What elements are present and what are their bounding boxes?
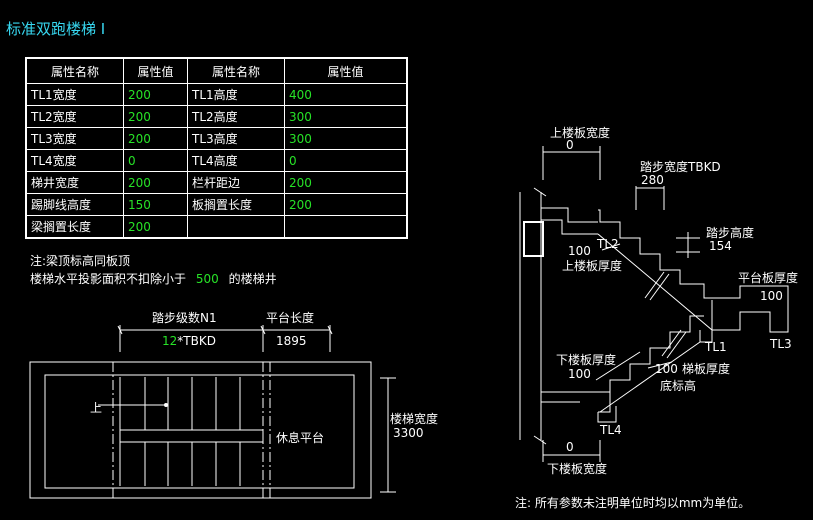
- prop-value: [284, 215, 408, 239]
- prop-name: 梁搁置长度: [25, 215, 124, 239]
- stair-width-value[interactable]: 3300: [393, 426, 424, 440]
- prop-name: TL2高度: [187, 105, 285, 128]
- table-row: 梁搁置长度 200: [25, 215, 408, 239]
- note-stairwell-prefix: 楼梯水平投影面积不扣除小于: [30, 272, 187, 286]
- slash-mark: [649, 273, 670, 301]
- stair-slab-thickness-value[interactable]: 100: [655, 362, 678, 376]
- tl2-label: TL2: [597, 237, 619, 251]
- platform-thickness-value[interactable]: 100: [760, 289, 783, 303]
- steps-value[interactable]: 12: [162, 334, 178, 348]
- lower-slab-width-label: 下楼板宽度: [547, 462, 608, 476]
- plan-dim-arrow: [327, 325, 333, 335]
- lower-slab-top: [541, 391, 611, 413]
- stair-width-label: 楼梯宽度: [390, 412, 439, 426]
- stairwell-threshold-value[interactable]: 500: [195, 272, 219, 286]
- prop-name: 梯井宽度: [25, 171, 124, 194]
- prop-name: [187, 215, 285, 239]
- section-view: [519, 146, 789, 462]
- leader-line: [647, 361, 673, 369]
- table-row: 梯井宽度 200 栏杆距边 200: [25, 171, 408, 194]
- platform-thickness-label: 平台板厚度: [738, 271, 799, 285]
- header-value-1: 属性值: [123, 57, 188, 84]
- tl4-beam: [597, 406, 617, 423]
- prop-value[interactable]: 200: [123, 127, 188, 150]
- table-row: TL4宽度 0 TL4高度 0: [25, 149, 408, 172]
- slash-mark: [666, 331, 687, 359]
- table-row: TL1宽度 200 TL1高度 400: [25, 83, 408, 106]
- prop-name: 板搁置长度: [187, 193, 285, 216]
- footer-note: 注: 所有参数未注明单位时均以mm为单位。: [515, 496, 751, 510]
- prop-value[interactable]: 200: [284, 193, 408, 216]
- tread-width-value[interactable]: 280: [641, 173, 664, 187]
- rest-platform-label: 休息平台: [276, 431, 325, 445]
- slash-mark: [644, 271, 665, 299]
- steps-label: 踏步级数N1: [152, 311, 217, 325]
- platform-length-label: 平台长度: [266, 311, 315, 325]
- lower-slab-width-value[interactable]: 0: [566, 440, 574, 454]
- prop-name: 栏杆距边: [187, 171, 285, 194]
- stairwell: [119, 429, 264, 443]
- plan-view: [29, 325, 396, 499]
- tl4-label: TL4: [600, 423, 622, 437]
- tl2-beam-box: [523, 221, 544, 257]
- break-mark: [533, 435, 547, 445]
- tread-height-value[interactable]: 154: [709, 239, 732, 253]
- lower-flight-steps: [570, 315, 704, 393]
- prop-name: 踢脚线高度: [25, 193, 124, 216]
- tread-width-label: 踏步宽度TBKD: [640, 160, 721, 174]
- upper-slab-width-label: 上楼板宽度: [550, 126, 611, 140]
- prop-name: TL1宽度: [25, 83, 124, 106]
- upper-slab-width-value[interactable]: 0: [566, 138, 574, 152]
- note-stairwell-suffix: 的楼梯井: [228, 272, 277, 286]
- lower-flight-soffit: [599, 341, 701, 413]
- leader-line: [595, 351, 641, 381]
- upper-flight-steps: [598, 209, 789, 333]
- tread-height-label: 踏步高度: [706, 226, 755, 240]
- page-title: 标准双跑楼梯 I: [6, 20, 106, 38]
- tl1-label: TL1: [705, 340, 727, 354]
- leader-line: [601, 243, 621, 251]
- note-stairwell: 楼梯水平投影面积不扣除小于 500 的楼梯井: [30, 270, 277, 287]
- stair-slab-thickness-label: 梯板厚度: [682, 362, 731, 376]
- break-mark: [533, 187, 547, 197]
- header-name-2: 属性名称: [187, 57, 285, 84]
- table-row: TL2宽度 200 TL2高度 300: [25, 105, 408, 128]
- platform-length-value[interactable]: 1895: [276, 334, 307, 348]
- prop-value[interactable]: 150: [123, 193, 188, 216]
- prop-name: TL1高度: [187, 83, 285, 106]
- note-beam-top: 注:梁顶标高同板顶: [30, 254, 131, 268]
- upper-slab-thickness-label: 上楼板厚度: [562, 259, 623, 273]
- plan-dim-arrow: [117, 325, 123, 335]
- up-label: 上: [90, 401, 103, 415]
- plan-inner-outline: [44, 374, 355, 489]
- lower-slab-thickness-label: 下楼板厚度: [556, 353, 617, 367]
- prop-value[interactable]: 400: [284, 83, 408, 106]
- header-name-1: 属性名称: [25, 57, 124, 84]
- upper-slab-bottom: [541, 219, 598, 235]
- property-table: 属性名称 属性值 属性名称 属性值 TL1宽度 200 TL1高度 400 TL…: [25, 57, 408, 239]
- steps-value-group: 12*TBKD: [162, 334, 216, 348]
- steps-suffix: *TBKD: [177, 334, 216, 348]
- plan-outline: [29, 361, 372, 499]
- tl3-label: TL3: [770, 337, 792, 351]
- table-row: 踢脚线高度 150 板搁置长度 200: [25, 193, 408, 216]
- slash-mark: [661, 329, 682, 357]
- up-arrow-dot: [164, 403, 168, 407]
- bottom-elevation-label: 底标高: [660, 379, 697, 393]
- tl1-beam: [699, 300, 713, 343]
- lower-slab-thickness-value[interactable]: 100: [568, 367, 591, 381]
- upper-slab-top: [541, 207, 598, 223]
- prop-value[interactable]: 200: [123, 215, 188, 239]
- prop-value[interactable]: 200: [123, 105, 188, 128]
- upper-slab-thickness-value[interactable]: 100: [568, 244, 591, 258]
- prop-name: TL2宽度: [25, 105, 124, 128]
- upper-flight-soffit: [597, 233, 713, 331]
- plan-dim-arrow: [260, 325, 266, 335]
- table-header-row: 属性名称 属性值 属性名称 属性值: [25, 57, 408, 84]
